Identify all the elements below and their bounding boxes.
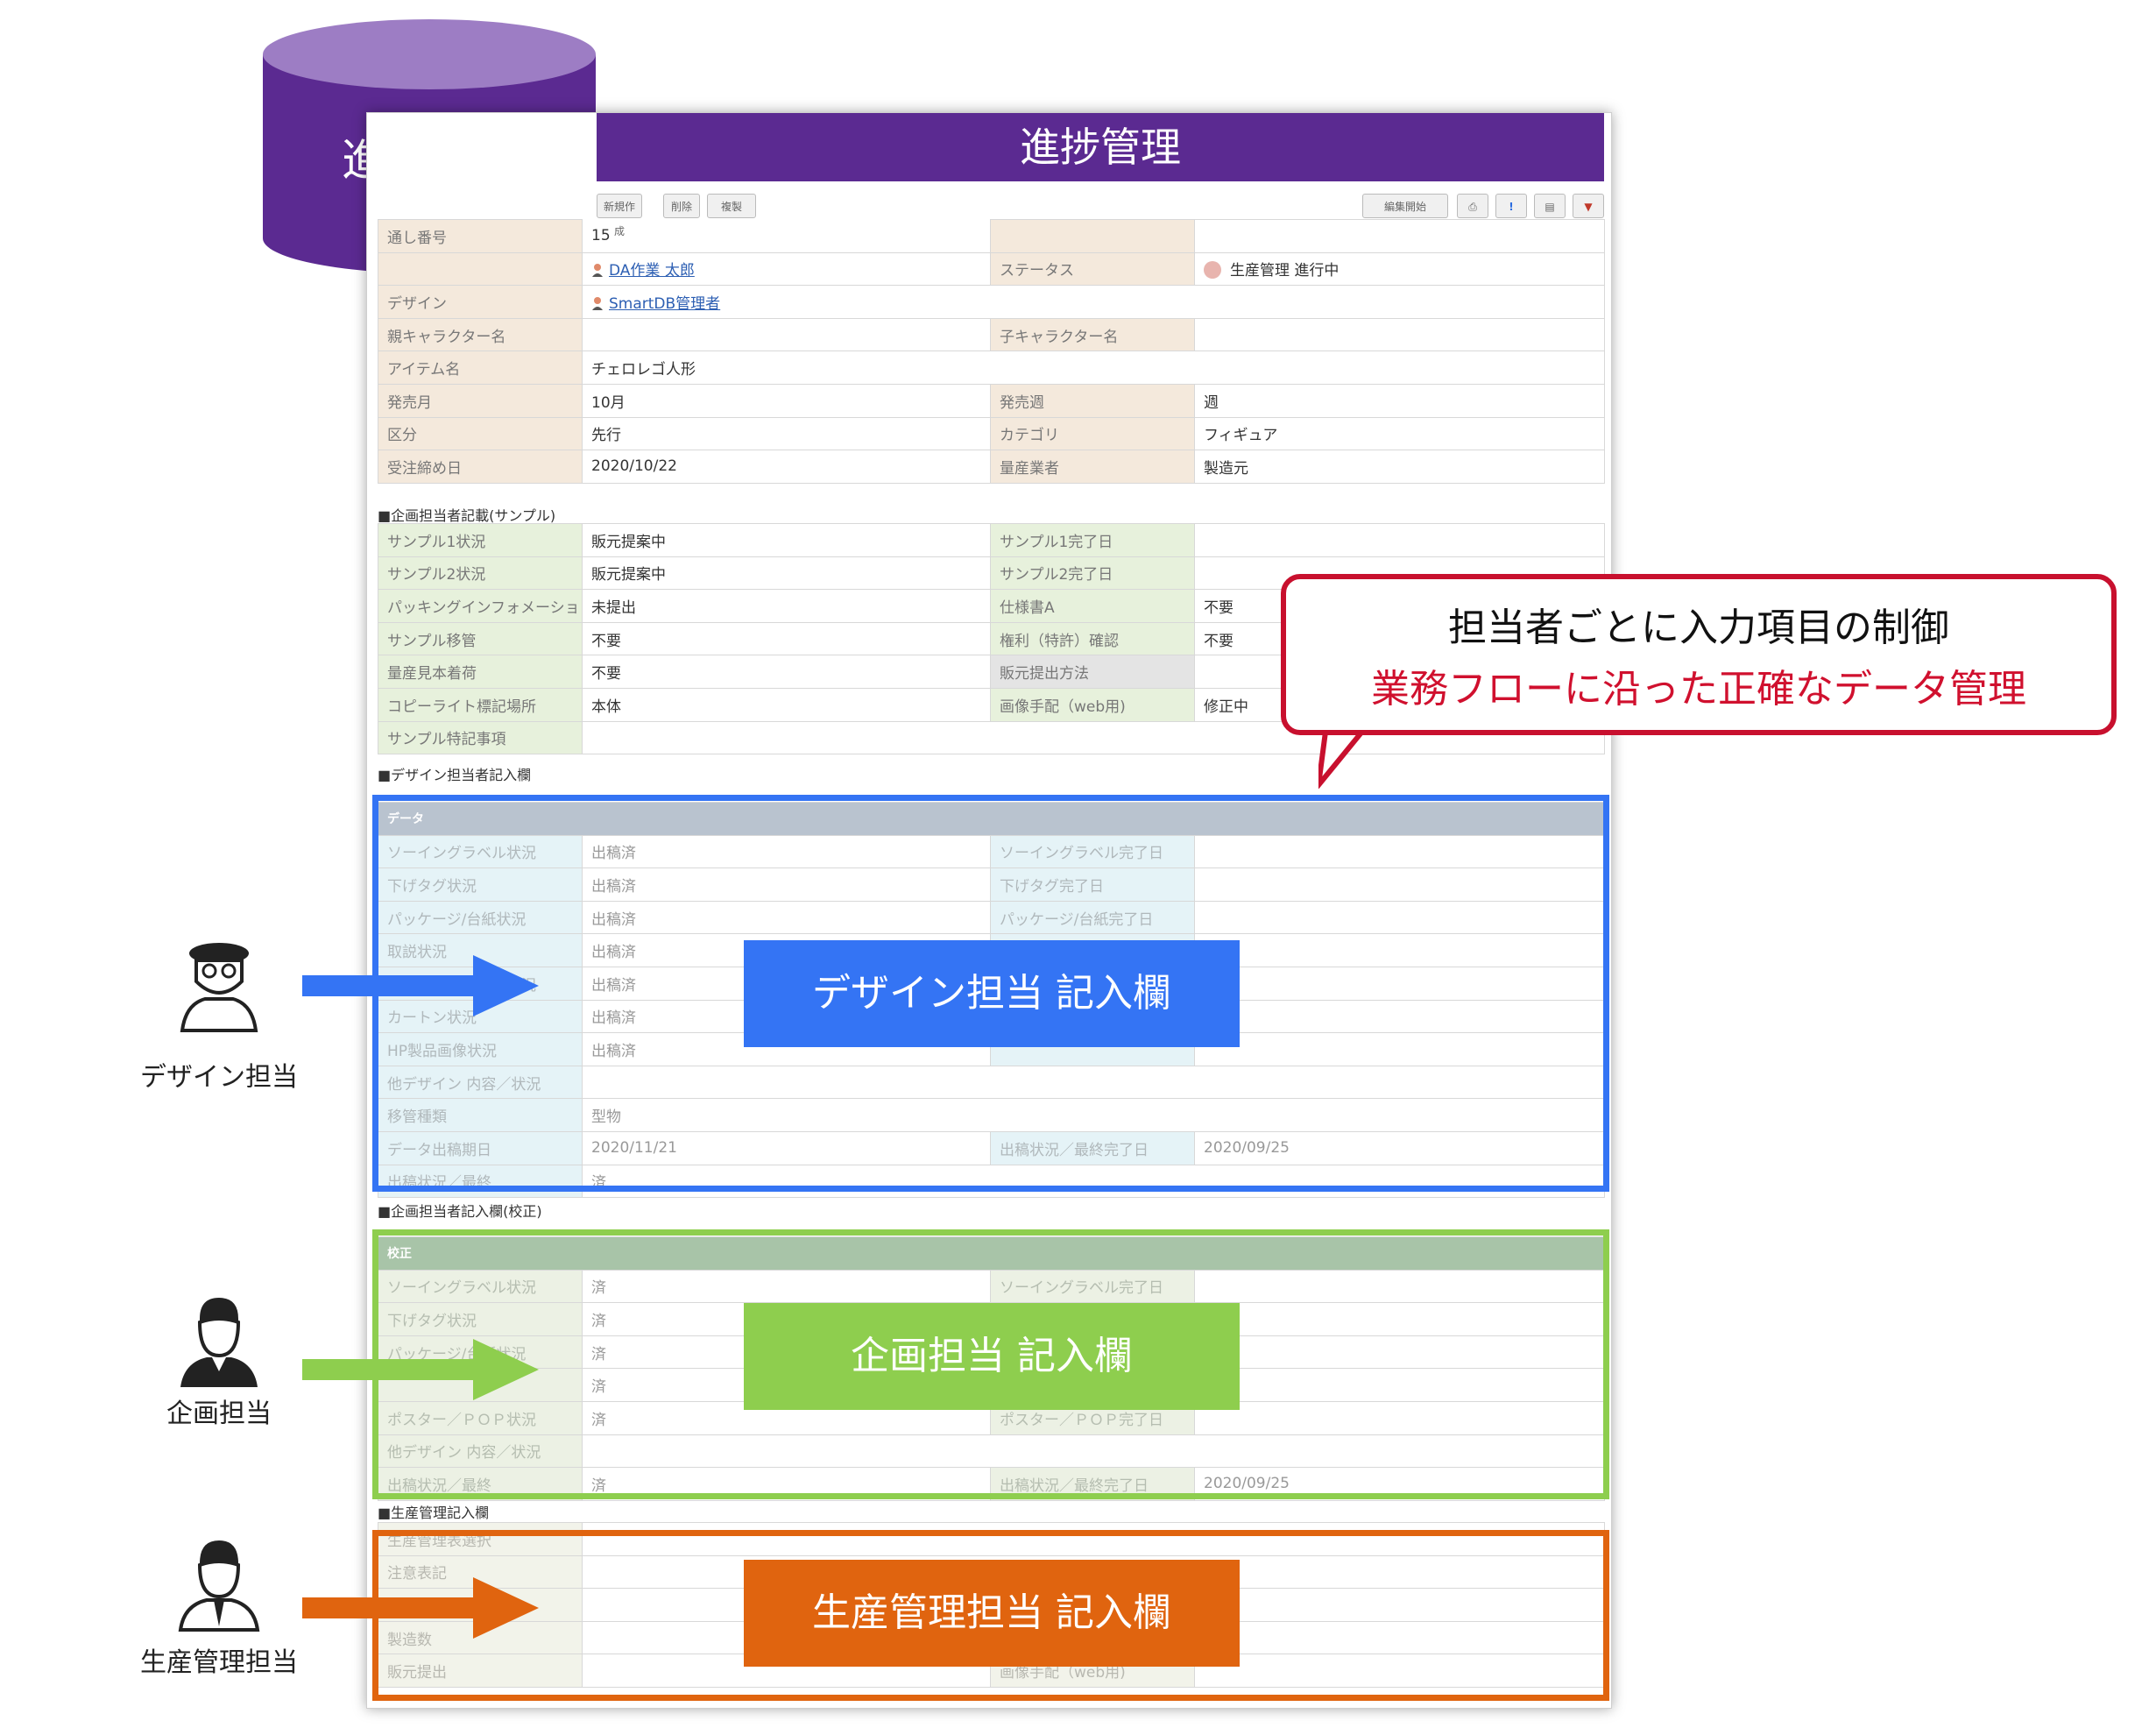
production-banner: 生産管理担当 記入欄 <box>744 1560 1240 1667</box>
table-row: 親キャラクター名子キャラクター名 <box>378 317 1605 352</box>
callout-text-primary: 担当者ごとに入力項目の制御 <box>1448 605 1949 650</box>
section-title-sample: ■企画担当者記載(サンプル) <box>378 507 556 524</box>
download-icon[interactable]: ▼ <box>1573 194 1604 218</box>
table-row: 区分先行カテゴリフィギュア <box>378 416 1605 451</box>
planner-label: 企画担当 <box>166 1399 272 1429</box>
table-row: パッケージ/台紙状況出稿済パッケージ/台紙完了日 <box>378 900 1605 935</box>
section-title-design: ■デザイン担当者記入欄 <box>378 767 532 783</box>
table-row: サンプル2状況販元提案中サンプル2完了日 <box>378 556 1605 591</box>
callout-box <box>1281 574 2117 735</box>
callout-text-secondary: 業務フローに沿った正確なデータ管理 <box>1371 667 2026 712</box>
assignee-link[interactable]: DA作業 太郎 <box>609 262 695 280</box>
table-row: サンプル1状況販元提案中サンプル1完了日 <box>378 523 1605 557</box>
arrow-right-icon <box>302 1339 539 1400</box>
person-icon <box>592 264 603 278</box>
status-dot <box>1204 261 1221 280</box>
section-title-production: ■生産管理記入欄 <box>378 1505 490 1521</box>
edit-start-button[interactable]: 編集開始 <box>1362 194 1448 218</box>
delete-button[interactable]: 削除 <box>663 194 700 218</box>
table-row: DA作業 太郎 ステータス 生産管理 進行中 <box>378 251 1605 287</box>
table-row: コピーライト標記場所本体画像手配（web用)修正中 <box>378 687 1605 722</box>
info-icon[interactable]: ! <box>1495 194 1527 218</box>
production-manager-person-icon <box>178 1540 260 1632</box>
table-row: 移管種類型物 <box>378 1098 1605 1132</box>
table-row: ソーイングラベル状況済ソーイングラベル完了日 <box>378 1269 1605 1304</box>
table-row: 出稿状況／最終済 <box>378 1164 1605 1199</box>
design-table: データ ソーイングラベル状況出稿済ソーイングラベル完了日 下げタグ状況出稿済下げ… <box>378 802 1605 1199</box>
status-value: 生産管理 進行中 <box>1230 262 1340 280</box>
table-row: 他デザイン 内容／状況 <box>378 1065 1605 1100</box>
arrow-right-icon <box>302 955 539 1016</box>
print-icon[interactable]: ⎙ <box>1457 194 1488 218</box>
document-icon[interactable]: ▤ <box>1534 194 1566 218</box>
arrow-right-icon <box>302 1577 539 1639</box>
new-button[interactable]: 新規作成 <box>597 194 642 237</box>
copy-button[interactable]: 複製 <box>707 194 756 218</box>
production-manager-label: 生産管理担当 <box>140 1647 298 1678</box>
table-row: ソーイングラベル状況出稿済ソーイングラベル完了日 <box>378 834 1605 869</box>
table-row: 他デザイン 内容／状況 <box>378 1434 1605 1469</box>
table-row: デザイン SmartDB管理者 <box>378 285 1605 319</box>
designer-person-icon <box>180 943 258 1032</box>
section-title-proof: ■企画担当者記入欄(校正) <box>378 1203 542 1220</box>
table-subheader: 校正 <box>378 1236 1605 1271</box>
form-title: 進捗管理 <box>597 113 1604 181</box>
table-subheader: データ <box>378 802 1605 836</box>
planning-banner: 企画担当 記入欄 <box>744 1303 1240 1410</box>
person-icon <box>592 296 603 310</box>
table-row: 生産管理表選択 <box>378 1522 1605 1556</box>
table-row: アイテム名チェロレゴ人形 <box>378 351 1605 385</box>
designer-link[interactable]: SmartDB管理者 <box>609 294 721 313</box>
table-row: 下げタグ状況出稿済下げタグ完了日 <box>378 868 1605 902</box>
design-banner: デザイン担当 記入欄 <box>744 940 1240 1047</box>
designer-label: デザイン担当 <box>140 1062 298 1093</box>
planner-person-icon <box>180 1298 258 1387</box>
table-row: ポスター／ＰＯＰ状況済ポスター／ＰＯＰ完了日 <box>378 1400 1605 1435</box>
table-row: HP製品画像状況出稿済 <box>378 1032 1605 1066</box>
